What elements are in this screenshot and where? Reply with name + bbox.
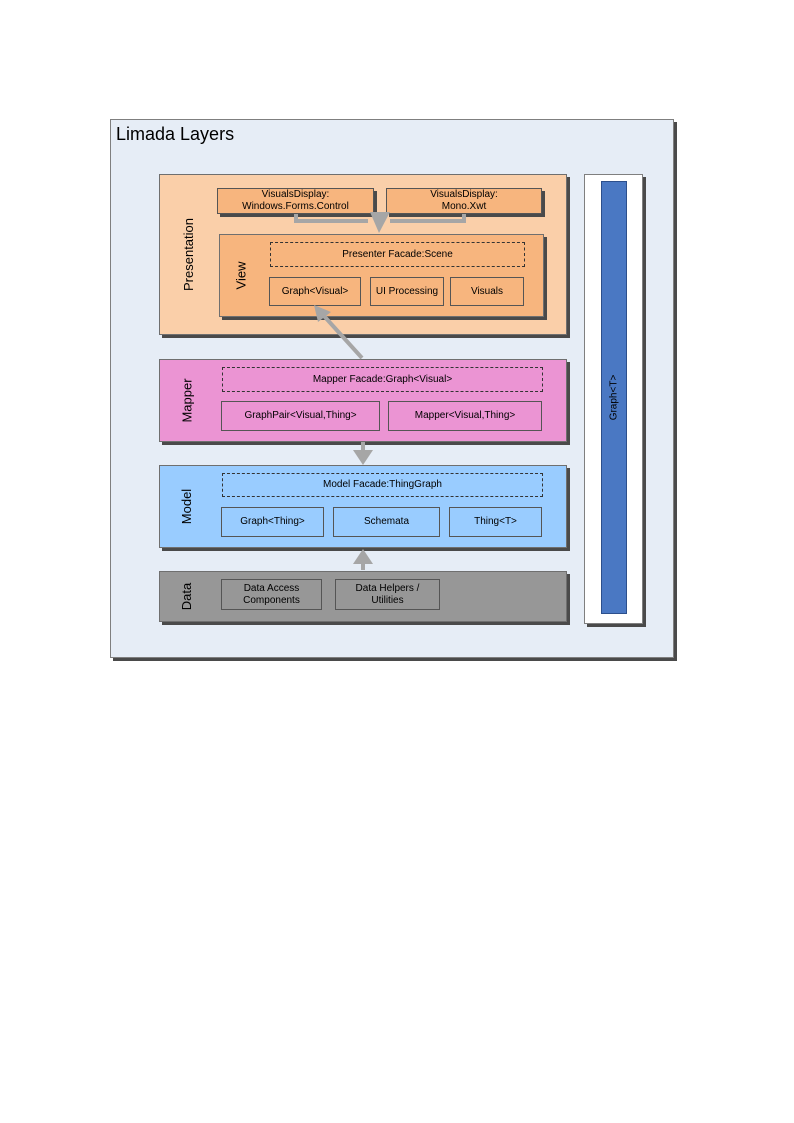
mapper-to-view-arrow [322,314,364,360]
graph-t-bar [601,181,627,614]
visuals-display-winforms: VisualsDisplay: Windows.Forms.Control [217,188,374,214]
winforms-to-view-arrow [294,214,368,223]
mapper-component: Mapper<Visual,Thing> [388,401,542,431]
visuals-display-xwt: VisualsDisplay: Mono.Xwt [386,188,542,214]
model-facade: Model Facade:ThingGraph [222,473,543,497]
arrowhead-view-top [370,212,390,233]
diagram-title: Limada Layers [116,124,235,144]
arrowhead-graph-visual [314,305,331,322]
model-layer [159,465,567,548]
data-helpers-component: Data Helpers / Utilities [335,579,440,610]
graph-thing-component: Graph<Thing> [221,507,324,537]
xwt-to-view-arrow [390,214,466,223]
visuals-component: Visuals [450,277,524,306]
mapper-layer [159,359,567,442]
graphpair-component: GraphPair<Visual,Thing> [221,401,380,431]
presenter-facade: Presenter Facade:Scene [270,242,525,267]
schemata-component: Schemata [333,507,440,537]
data-access-component: Data Access Components [221,579,322,610]
mapper-facade: Mapper Facade:Graph<Visual> [222,367,543,392]
arrowhead-model [353,450,373,465]
ui-processing-component: UI Processing [370,277,444,306]
view-container [219,234,544,317]
arrowhead-model-bottom [353,549,373,564]
thing-t-component: Thing<T> [449,507,542,537]
